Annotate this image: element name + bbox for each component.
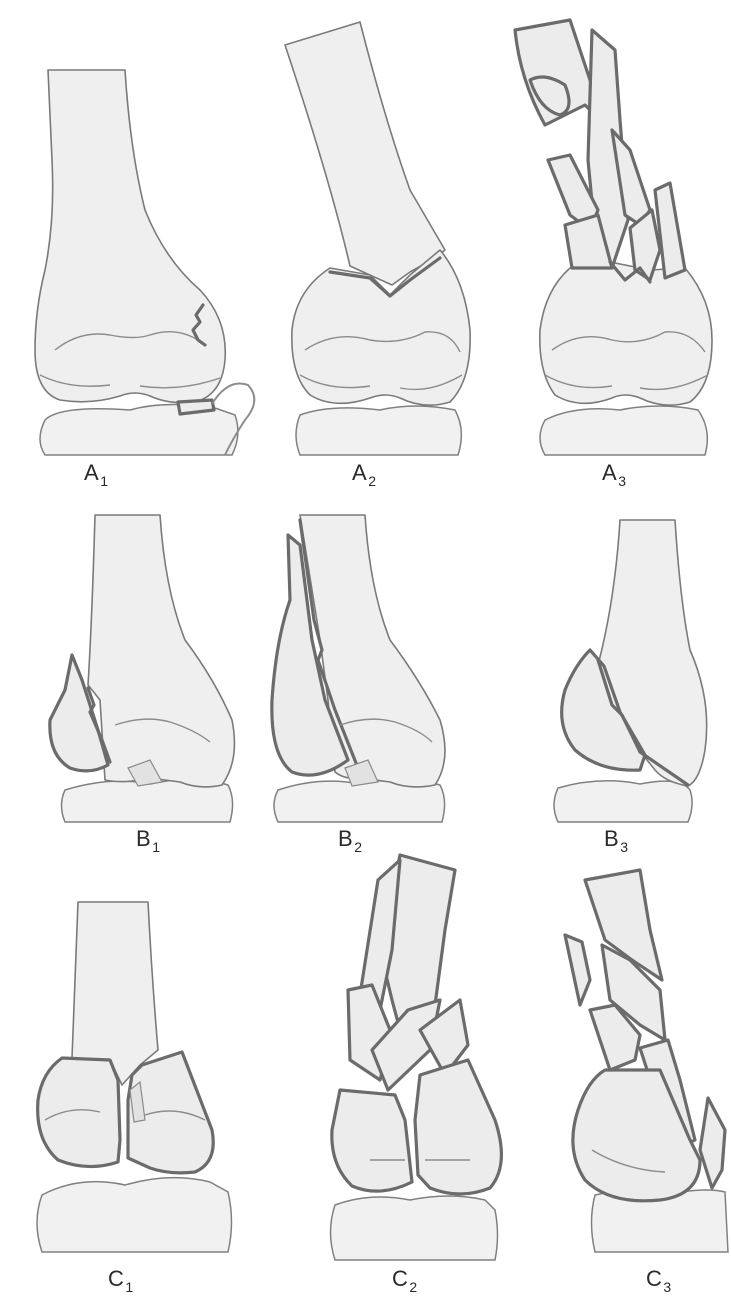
panel-label-b1: B1 <box>136 828 160 850</box>
panel-a1-illustration <box>35 70 254 455</box>
panel-label-b2: B2 <box>338 828 362 850</box>
panel-c2-illustration <box>331 855 502 1260</box>
panel-b1-illustration <box>50 515 235 822</box>
medial-condyle-c2 <box>332 1090 412 1191</box>
tibia-a3 <box>540 406 707 455</box>
shaft-fragment-c3-6 <box>700 1098 725 1188</box>
lateral-condyle-c2 <box>415 1060 501 1194</box>
medial-condyle-c1 <box>38 1058 120 1167</box>
tibia-c2 <box>331 1196 498 1260</box>
panel-c3-illustration <box>565 870 728 1252</box>
comminuted-fragment-a3-8 <box>655 183 685 278</box>
panel-label-b3: B3 <box>604 828 628 850</box>
panel-b2-illustration <box>272 515 445 822</box>
panel-label-c1: C1 <box>108 1268 134 1290</box>
panel-label-c2: C2 <box>392 1268 418 1290</box>
femur-a2-shaft <box>285 22 445 285</box>
panel-label-a1: A1 <box>84 462 108 484</box>
femur-b1 <box>88 515 234 787</box>
panel-b3-illustration <box>554 520 707 822</box>
panel-label-a3: A3 <box>602 462 626 484</box>
femur-a1 <box>35 70 225 403</box>
panel-c1-illustration <box>37 902 232 1252</box>
panel-label-c3: C3 <box>646 1268 672 1290</box>
shaft-fragment-c3-2 <box>565 935 590 1005</box>
tibia-a2 <box>296 406 461 455</box>
panel-a2-illustration <box>285 22 470 455</box>
panel-a3-illustration <box>515 20 712 455</box>
panel-label-a2: A2 <box>352 462 376 484</box>
avulsion-fragment-a1 <box>178 400 214 414</box>
tibia-b3 <box>554 781 692 822</box>
tibia-c1 <box>37 1178 232 1252</box>
